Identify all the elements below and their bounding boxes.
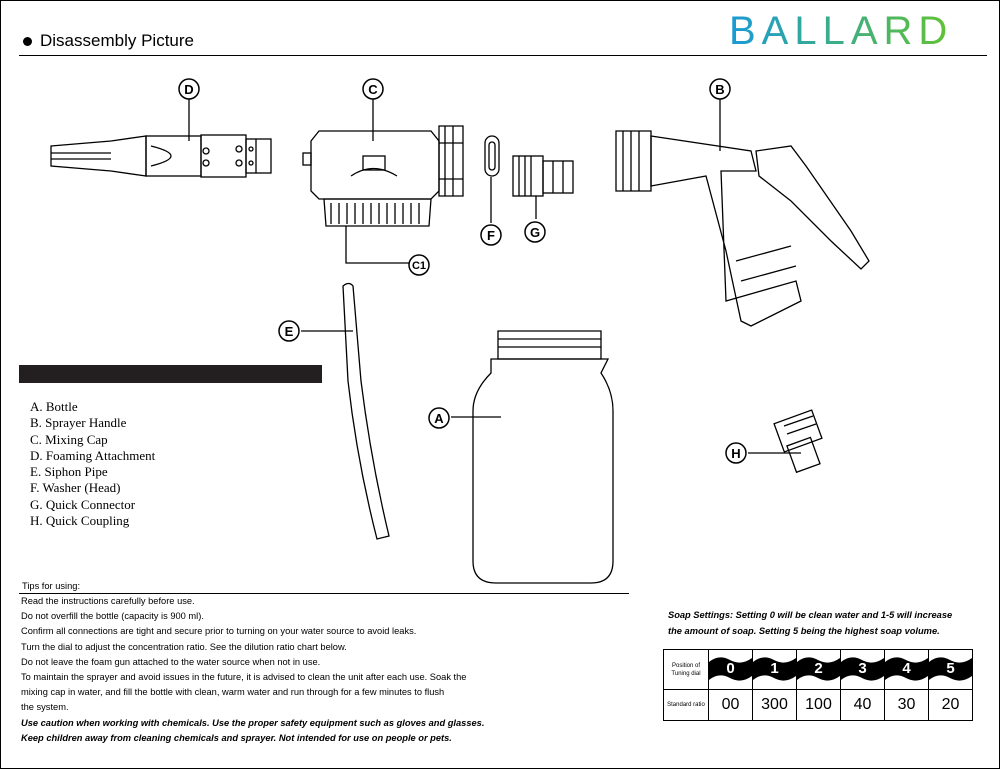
dial-position-cell: 1 bbox=[752, 649, 797, 690]
soap-note-line: Soap Settings: Setting 0 will be clean w… bbox=[668, 610, 953, 620]
parts-list-item: C. Mixing Cap bbox=[30, 431, 108, 447]
soap-settings-note: Soap Settings: Setting 0 will be clean w… bbox=[668, 607, 988, 639]
ratio-value: 100 bbox=[796, 689, 841, 721]
parts-list-item: B. Sprayer Handle bbox=[30, 415, 127, 431]
svg-text:B: B bbox=[715, 82, 724, 97]
bottle-part bbox=[472, 330, 614, 584]
header-rule bbox=[19, 55, 987, 56]
svg-text:A: A bbox=[434, 411, 444, 426]
tips-section: Tips for using: Read the instructions ca… bbox=[19, 579, 629, 746]
svg-text:E: E bbox=[285, 324, 294, 339]
brand-name: BALLARD bbox=[729, 9, 953, 49]
callout-d: D bbox=[178, 78, 200, 100]
siphon-pipe-part bbox=[342, 282, 390, 540]
standard-ratio-row: Standard ratio 00 300 100 40 30 20 bbox=[663, 689, 973, 721]
soap-note-line: the amount of soap. Setting 5 being the … bbox=[668, 626, 940, 636]
parts-list-item: D. Foaming Attachment bbox=[30, 447, 156, 463]
dial-wave-icon bbox=[929, 657, 972, 681]
svg-text:F: F bbox=[487, 228, 495, 243]
foaming-attachment-part bbox=[50, 134, 272, 178]
svg-text:C1: C1 bbox=[412, 260, 426, 272]
sprayer-handle-part bbox=[615, 130, 870, 327]
ratio-value: 00 bbox=[708, 689, 753, 721]
tip-line: Turn the dial to adjust the concentratio… bbox=[21, 641, 347, 652]
callout-c: C bbox=[362, 78, 384, 100]
dial-wave-icon bbox=[753, 657, 796, 681]
quick-connector-part bbox=[512, 155, 574, 197]
callout-e: E bbox=[278, 320, 300, 342]
ratio-value: 30 bbox=[884, 689, 929, 721]
parts-list-item: G. Quick Connector bbox=[30, 496, 136, 512]
brand-logo: BALLARD bbox=[729, 9, 953, 49]
callout-c1: C1 bbox=[408, 254, 430, 276]
tip-line: To maintain the sprayer and avoid issues… bbox=[21, 672, 467, 683]
parts-list-item: E. Siphon Pipe bbox=[30, 464, 108, 480]
parts-list: A. Bottle B. Sprayer Handle C. Mixing Ca… bbox=[30, 399, 155, 529]
dial-position: 3 bbox=[858, 660, 867, 677]
svg-text:H: H bbox=[731, 446, 740, 461]
dial-position-cell: 2 bbox=[796, 649, 841, 690]
dial-row-label: Position of Tuning dial bbox=[663, 649, 709, 690]
tips-title: Tips for using: bbox=[19, 579, 629, 594]
dial-position: 2 bbox=[814, 660, 823, 677]
dial-position-row: Position of Tuning dial 0 1 2 3 4 bbox=[663, 649, 973, 690]
tip-line: Do not overfill the bottle (capacity is … bbox=[21, 611, 204, 622]
warning-line: Use caution when working with chemicals.… bbox=[21, 717, 485, 728]
dial-wave-icon bbox=[709, 657, 752, 681]
svg-text:C: C bbox=[368, 82, 378, 97]
section-title: Disassembly Picture bbox=[40, 31, 194, 50]
callout-a: A bbox=[428, 407, 450, 429]
svg-text:D: D bbox=[184, 82, 193, 97]
tip-line: Do not leave the foam gun attached to th… bbox=[21, 656, 321, 667]
dial-position: 4 bbox=[902, 660, 911, 677]
ratio-row-label: Standard ratio bbox=[663, 689, 709, 721]
quick-coupling-part bbox=[773, 409, 823, 474]
callout-f: F bbox=[480, 224, 502, 246]
parts-list-item: H. Quick Coupling bbox=[30, 513, 130, 529]
parts-list-item: A. Bottle bbox=[30, 399, 78, 414]
callout-g: G bbox=[524, 221, 546, 243]
tip-line: Confirm all connections are tight and se… bbox=[21, 626, 417, 637]
dilution-table: Position of Tuning dial 0 1 2 3 4 bbox=[663, 649, 973, 721]
tip-line: Read the instructions carefully before u… bbox=[21, 596, 195, 606]
dial-position-cell: 5 bbox=[928, 649, 973, 690]
dial-wave-icon bbox=[797, 657, 840, 681]
callout-layer: D C B F G C1 E A H bbox=[178, 78, 747, 464]
callout-h: H bbox=[725, 442, 747, 464]
ratio-value: 40 bbox=[840, 689, 885, 721]
svg-text:G: G bbox=[530, 225, 540, 240]
washer-part bbox=[484, 135, 500, 177]
warning-line: Keep children away from cleaning chemica… bbox=[21, 732, 452, 743]
parts-list-item: F. Washer (Head) bbox=[30, 480, 121, 496]
dial-position-cell: 4 bbox=[884, 649, 929, 690]
dial-position: 5 bbox=[946, 660, 955, 677]
dial-position-cell: 3 bbox=[840, 649, 885, 690]
tip-line: mixing cap in water, and fill the bottle… bbox=[21, 687, 445, 698]
dial-position-cell: 0 bbox=[708, 649, 753, 690]
dial-position: 1 bbox=[770, 660, 779, 677]
section-header: Disassembly Picture bbox=[23, 31, 194, 51]
dial-wave-icon bbox=[841, 657, 884, 681]
ratio-value: 300 bbox=[752, 689, 797, 721]
callout-b: B bbox=[709, 78, 731, 100]
section-bar bbox=[19, 365, 322, 383]
disassembly-drawing bbox=[50, 99, 870, 584]
mixing-cap-part bbox=[302, 125, 464, 227]
dial-position: 0 bbox=[726, 660, 735, 677]
bullet-icon bbox=[23, 36, 32, 46]
tip-line: the system. bbox=[21, 702, 69, 713]
ratio-value: 20 bbox=[928, 689, 973, 721]
dial-wave-icon bbox=[885, 657, 928, 681]
